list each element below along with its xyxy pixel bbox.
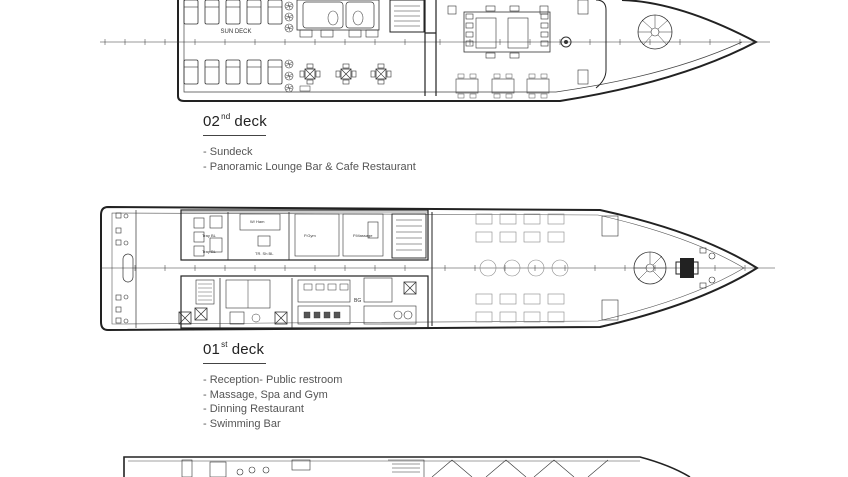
deck-ordinal: st (221, 340, 228, 349)
feature-item: Panoramic Lounge Bar & Cafe Restaurant (203, 160, 416, 175)
title-underline (203, 363, 266, 364)
deck-number: 01 (203, 341, 221, 358)
deck-02-features: Sundeck Panoramic Lounge Bar & Cafe Rest… (203, 145, 416, 174)
bow-spiral-stair-icon (633, 251, 667, 285)
tray-bl-label-2: Tray BL (202, 249, 217, 254)
deck-word: deck (234, 113, 267, 130)
title-underline (203, 135, 266, 136)
tray-bl-label-1: Tray BL (202, 233, 217, 238)
sun-deck-label: SUN DECK (220, 29, 251, 35)
feature-item: Dinning Restaurant (203, 402, 342, 417)
anchor-winch-icon (675, 258, 699, 278)
wc-ham-label: W/ Ham (250, 219, 265, 224)
lifebuoy-icon (560, 36, 572, 48)
spiral-stair-icon (637, 14, 673, 50)
p-massage-label: P.Massage (353, 233, 373, 238)
feature-item: Swimming Bar (203, 417, 342, 432)
feature-item: Sundeck (203, 145, 416, 160)
feature-item: Reception- Public restroom (203, 373, 343, 388)
deck-lower-plan (123, 456, 691, 477)
p-gym-label: P.Gym (304, 233, 316, 238)
deck-ordinal: nd (221, 112, 231, 121)
bg-label: BG (354, 298, 361, 304)
deck-01-features: Reception- Public restroom Massage, Spa … (203, 373, 343, 432)
deck-word: deck (231, 341, 265, 358)
deck-02-plan: SUN DECK (100, 0, 770, 102)
deck-number: 02 (203, 113, 221, 130)
deck-01-plan: Tray BL Tray BL W/ Ham TR. Sh BL P.Gym P… (100, 205, 775, 332)
tr-sh-bl-label: TR. Sh BL (255, 251, 274, 256)
feature-item: Massage, Spa and Gym (203, 388, 342, 403)
